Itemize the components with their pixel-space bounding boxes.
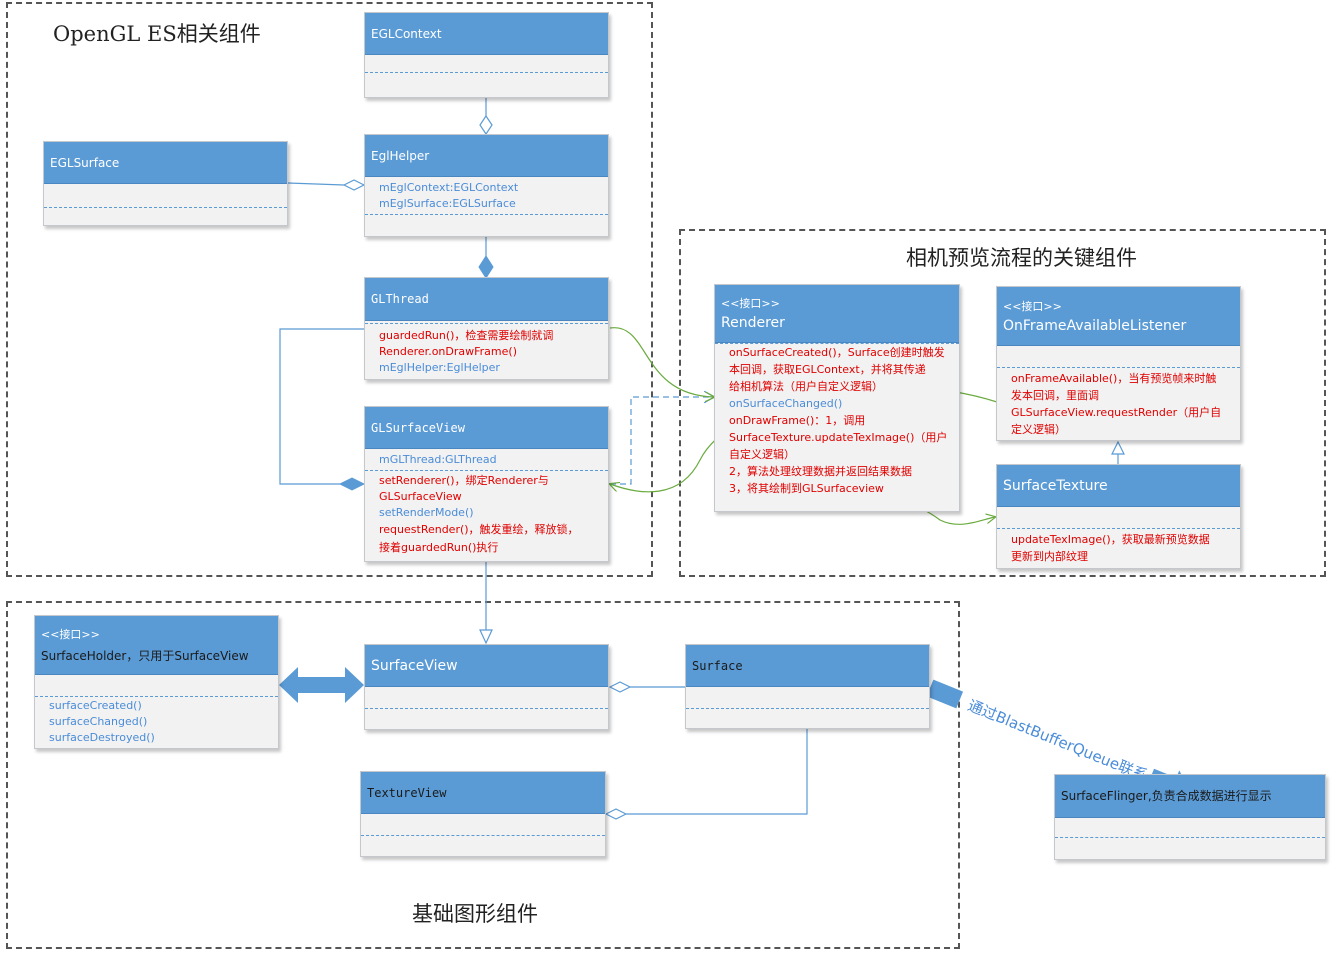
method-request-render-cont: 接着guardedRun()执行 — [379, 541, 499, 554]
class-surfaceview[interactable]: SurfaceView — [364, 644, 609, 730]
method-set-renderer: setRenderer()，绑定Renderer与 — [379, 474, 549, 487]
class-eglhelper[interactable]: EglHelper mEglContext:EGLContext mEglSur… — [364, 134, 609, 237]
class-name: EglHelper — [371, 148, 430, 163]
class-glthread[interactable]: GLThread guardedRun()，检查需要绘制就调 Renderer.… — [364, 277, 609, 380]
class-name: EGLContext — [371, 26, 442, 41]
attr-megl-context: mEglContext:EGLContext — [379, 181, 519, 194]
method-surface-destroyed: surfaceDestroyed() — [49, 731, 155, 744]
method-on-draw-frame-2: SurfaceTexture.updateTexImage()（用户 — [729, 431, 948, 444]
class-name: Renderer — [721, 315, 785, 331]
group-title-basic-graphics: 基础图形组件 — [412, 902, 538, 926]
method-set-render-mode: setRenderMode() — [379, 506, 474, 519]
method-set-renderer-cont: GLSurfaceView — [379, 490, 462, 503]
attr-megl-helper: mEglHelper:EglHelper — [379, 361, 500, 374]
method-on-surface-changed: onSurfaceChanged() — [729, 397, 843, 410]
method-on-frame-available-3: GLSurfaceView.requestRender（用户自 — [1011, 406, 1222, 419]
attr-mgl-thread: mGLThread:GLThread — [379, 453, 497, 466]
method-on-surface-created-3: 给相机算法（用户自定义逻辑） — [729, 380, 883, 393]
class-surface[interactable]: Surface — [685, 644, 930, 729]
group-camera-preview — [679, 229, 1326, 577]
class-surfaceflinger[interactable]: SurfaceFlinger,负责合成数据进行显示 — [1054, 774, 1326, 860]
class-on-frame-available-listener[interactable]: <<接口>> OnFrameAvailableListener onFrameA… — [996, 286, 1241, 441]
method-update-tex-image: updateTexImage()，获取最新预览数据 — [1011, 533, 1210, 546]
class-glsurfaceview[interactable]: GLSurfaceView mGLThread:GLThread setRend… — [364, 406, 609, 562]
class-surfacetexture[interactable]: SurfaceTexture updateTexImage()，获取最新预览数据… — [996, 464, 1241, 569]
stereotype-label: <<接口>> — [41, 627, 100, 641]
edge-glsurfaceview-surfaceview — [479, 562, 493, 645]
edge-glthread-glsurfaceview — [279, 328, 366, 491]
method-surface-created: surfaceCreated() — [49, 699, 142, 712]
class-name: EGLSurface — [50, 155, 120, 170]
group-title-opengl-es: OpenGL ES相关组件 — [53, 22, 261, 46]
stereotype-label: <<接口>> — [721, 297, 780, 310]
method-update-tex-image-2: 更新到内部纹理 — [1011, 550, 1088, 563]
edge-eglhelper-glthread — [478, 237, 494, 279]
class-eglsurface[interactable]: EGLSurface — [43, 141, 288, 226]
class-name: Surface — [692, 658, 743, 673]
blast-buffer-queue-label: 通过BlastBufferQueue联系 — [965, 696, 1150, 785]
class-textureview[interactable]: TextureView — [360, 771, 606, 857]
method-guarded-run: guardedRun()，检查需要绘制就调 — [379, 329, 554, 342]
flow-glthread-to-renderer — [609, 327, 714, 397]
edge-glsurfaceview-renderer — [610, 397, 714, 485]
class-name: SurfaceFlinger,负责合成数据进行显示 — [1061, 789, 1272, 803]
method-on-frame-available-2: 发本回调，里面调 — [1011, 389, 1099, 402]
edge-surfaceview-surface — [608, 681, 685, 693]
method-on-draw-frame-5: 3，将其绘制到GLSurfaceview — [729, 482, 884, 495]
attr-megl-surface: mEglSurface:EGLSurface — [379, 197, 516, 210]
class-name: GLThread — [371, 292, 429, 306]
method-on-surface-created-2: 本回调，获取EGLContext，并将其传递 — [729, 363, 926, 376]
group-basic-graphics — [6, 601, 960, 949]
edge-eglsurface-eglhelper — [287, 179, 366, 191]
edge-surfaceholder-surfaceview — [279, 667, 364, 703]
method-on-draw-frame: onDrawFrame()：1，调用 — [729, 414, 866, 427]
class-name: GLSurfaceView — [371, 420, 465, 435]
class-name: OnFrameAvailableListener — [1003, 317, 1187, 334]
class-eglcontext[interactable]: EGLContext — [364, 12, 609, 98]
method-surface-changed: surfaceChanged() — [49, 715, 148, 728]
class-name: SurfaceView — [371, 657, 458, 674]
edge-textureview-surface — [604, 729, 808, 820]
group-opengl-es — [6, 2, 653, 577]
group-title-camera-preview: 相机预览流程的关键组件 — [906, 246, 1137, 270]
class-name: TextureView — [367, 785, 447, 800]
method-request-render: requestRender()，触发重绘，释放锁， — [379, 523, 579, 536]
class-name: SurfaceHolder，只用于SurfaceView — [41, 648, 249, 663]
method-on-draw-frame-4: 2，算法处理纹理数据并返回结果数据 — [729, 465, 912, 478]
method-guarded-run-cont: Renderer.onDrawFrame() — [379, 345, 517, 358]
edge-eglcontext-eglhelper — [479, 98, 493, 136]
class-name: SurfaceTexture — [1003, 477, 1108, 494]
method-on-surface-created: onSurfaceCreated()，Surface创建时触发 — [729, 346, 945, 359]
edge-surfacetexture-listener — [1111, 440, 1125, 464]
method-on-frame-available-4: 定义逻辑） — [1011, 423, 1066, 436]
stereotype-label: <<接口>> — [1003, 299, 1062, 313]
class-surfaceholder[interactable]: <<接口>> SurfaceHolder，只用于SurfaceView surf… — [34, 615, 279, 749]
method-on-frame-available: onFrameAvailable()，当有预览帧来时触 — [1011, 372, 1217, 385]
method-on-draw-frame-3: 自定义逻辑） — [729, 448, 795, 461]
class-renderer[interactable]: <<接口>> Renderer onSurfaceCreated()，Surfa… — [714, 284, 960, 512]
